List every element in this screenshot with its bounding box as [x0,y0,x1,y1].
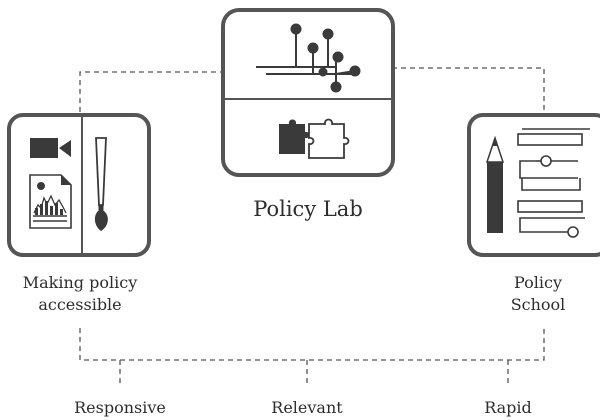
video-camera-icon [30,138,71,158]
chart-document-icon [29,174,72,229]
paintbrush-icon [94,137,108,231]
label-responsive: Responsive [74,398,166,417]
right-node-label-line2: School [510,294,566,314]
connectors [79,67,545,383]
left-node-label-line1: Making policy [22,273,138,292]
right-node-label-line1: Policy [514,273,562,292]
right-node-label: Policy School [478,272,598,315]
node-tree-icon [256,23,361,93]
pencil-icon [485,135,505,233]
label-relevant: Relevant [271,398,343,417]
connector-center-to-right [392,67,545,112]
center-node [221,8,395,177]
left-node [7,113,151,257]
left-node-label: Making policy accessible [5,272,155,315]
connector-bottom-bracket [79,328,545,361]
right-node [467,113,600,257]
connector-left-to-center [79,71,224,112]
puzzle-icon [279,118,350,159]
flow-path-icon [517,128,590,238]
label-rapid: Rapid [484,398,532,417]
left-node-label-line2: accessible [38,294,122,314]
center-node-label: Policy Lab [253,197,363,221]
